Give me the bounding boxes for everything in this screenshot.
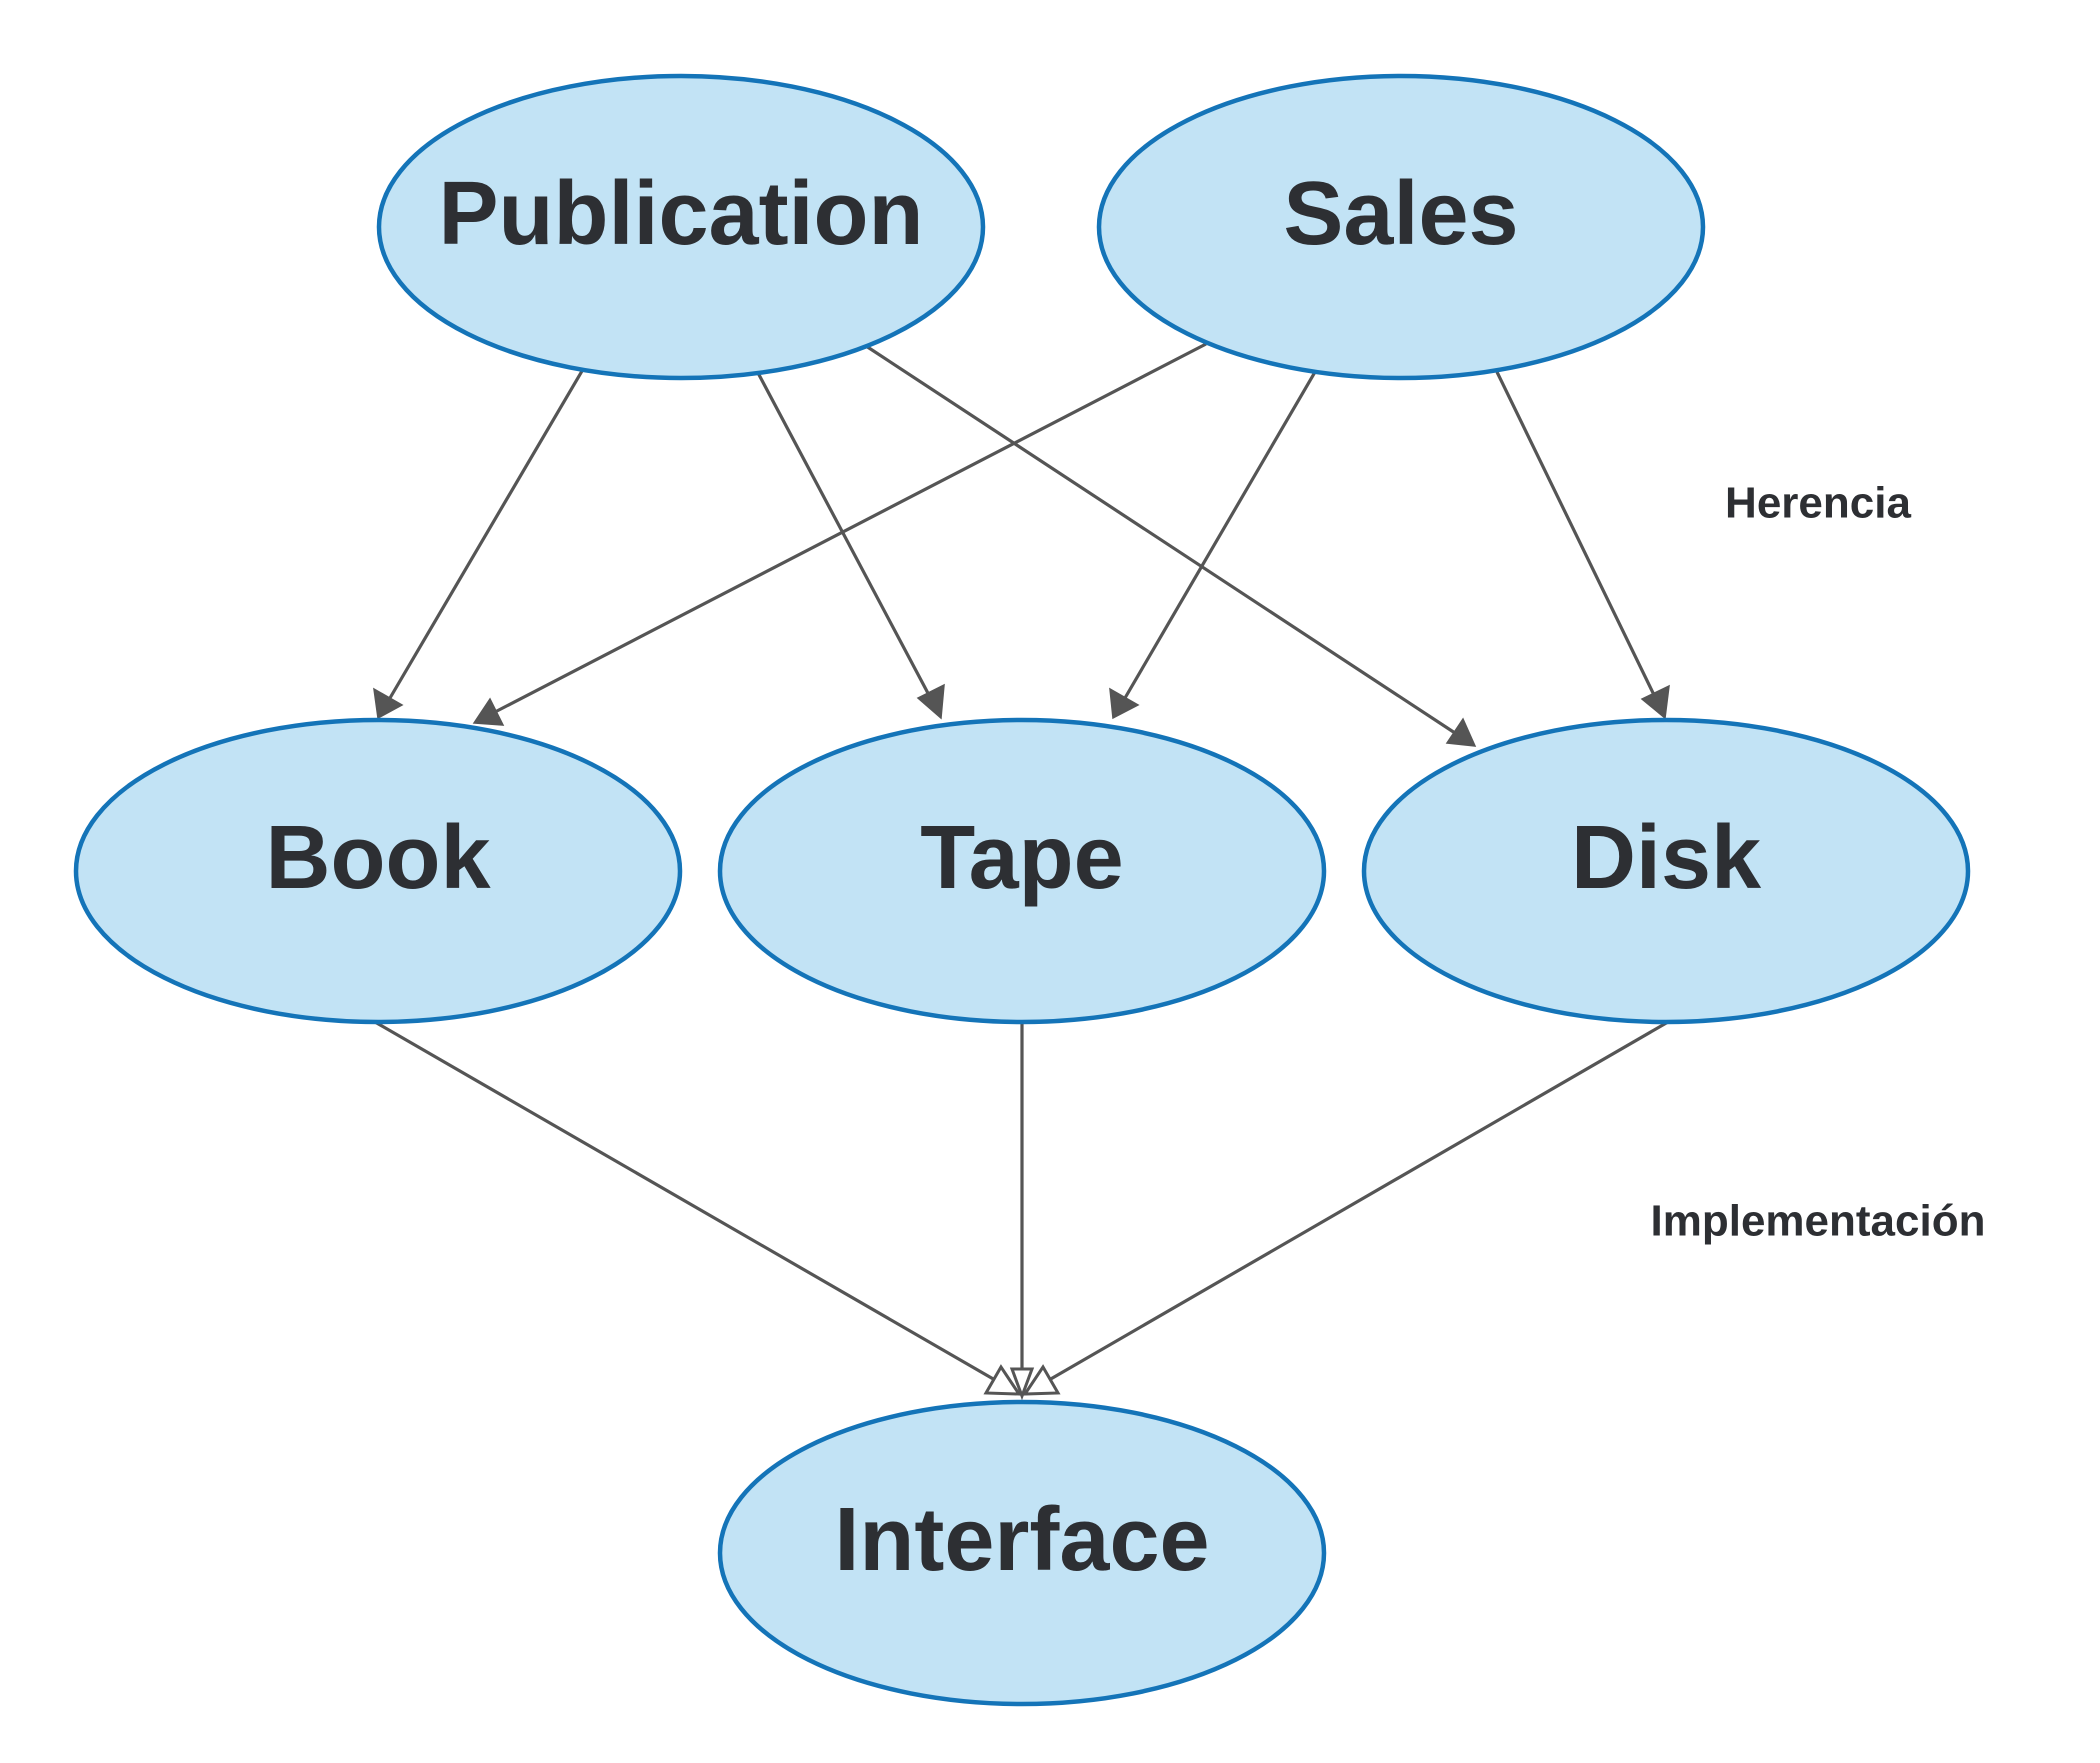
arrowhead-icon — [1109, 687, 1140, 720]
node-interface[interactable]: Interface — [717, 1399, 1327, 1707]
open-arrowhead-icon — [1009, 1367, 1035, 1401]
edge-sales-disk — [1495, 371, 1670, 720]
edge-tape-interface — [1009, 1023, 1035, 1401]
edge-publication-tape — [755, 370, 945, 720]
node-tape[interactable]: Tape — [717, 717, 1327, 1025]
arrowhead-icon — [373, 687, 404, 720]
implementation-label: Implementación — [1651, 1197, 1986, 1246]
edges-layer — [373, 342, 1670, 1401]
edge-publication-disk — [865, 344, 1477, 747]
inheritance-label: Herencia — [1725, 479, 1911, 528]
edge-sales-book — [472, 342, 1207, 726]
arrowhead-icon — [472, 697, 505, 726]
node-label: Sales — [1283, 164, 1518, 264]
edge-disk-interface — [1022, 1020, 1669, 1396]
node-label: Tape — [920, 808, 1123, 908]
open-arrowhead-icon — [1022, 1364, 1061, 1396]
edge-publication-book — [373, 370, 584, 720]
node-book[interactable]: Book — [73, 717, 683, 1025]
node-label: Book — [266, 808, 492, 908]
arrowhead-icon — [1640, 684, 1670, 720]
arrowhead-icon — [1445, 717, 1477, 747]
node-disk[interactable]: Disk — [1361, 717, 1971, 1025]
node-publication[interactable]: Publication — [376, 73, 986, 381]
node-label: Interface — [834, 1490, 1209, 1590]
node-label: Publication — [438, 164, 923, 264]
node-sales[interactable]: Sales — [1096, 73, 1706, 381]
node-label: Disk — [1571, 808, 1762, 908]
arrowhead-icon — [916, 683, 945, 720]
edge-book-interface — [374, 1020, 1022, 1396]
open-arrowhead-icon — [983, 1364, 1022, 1396]
edge-sales-tape — [1109, 371, 1317, 720]
